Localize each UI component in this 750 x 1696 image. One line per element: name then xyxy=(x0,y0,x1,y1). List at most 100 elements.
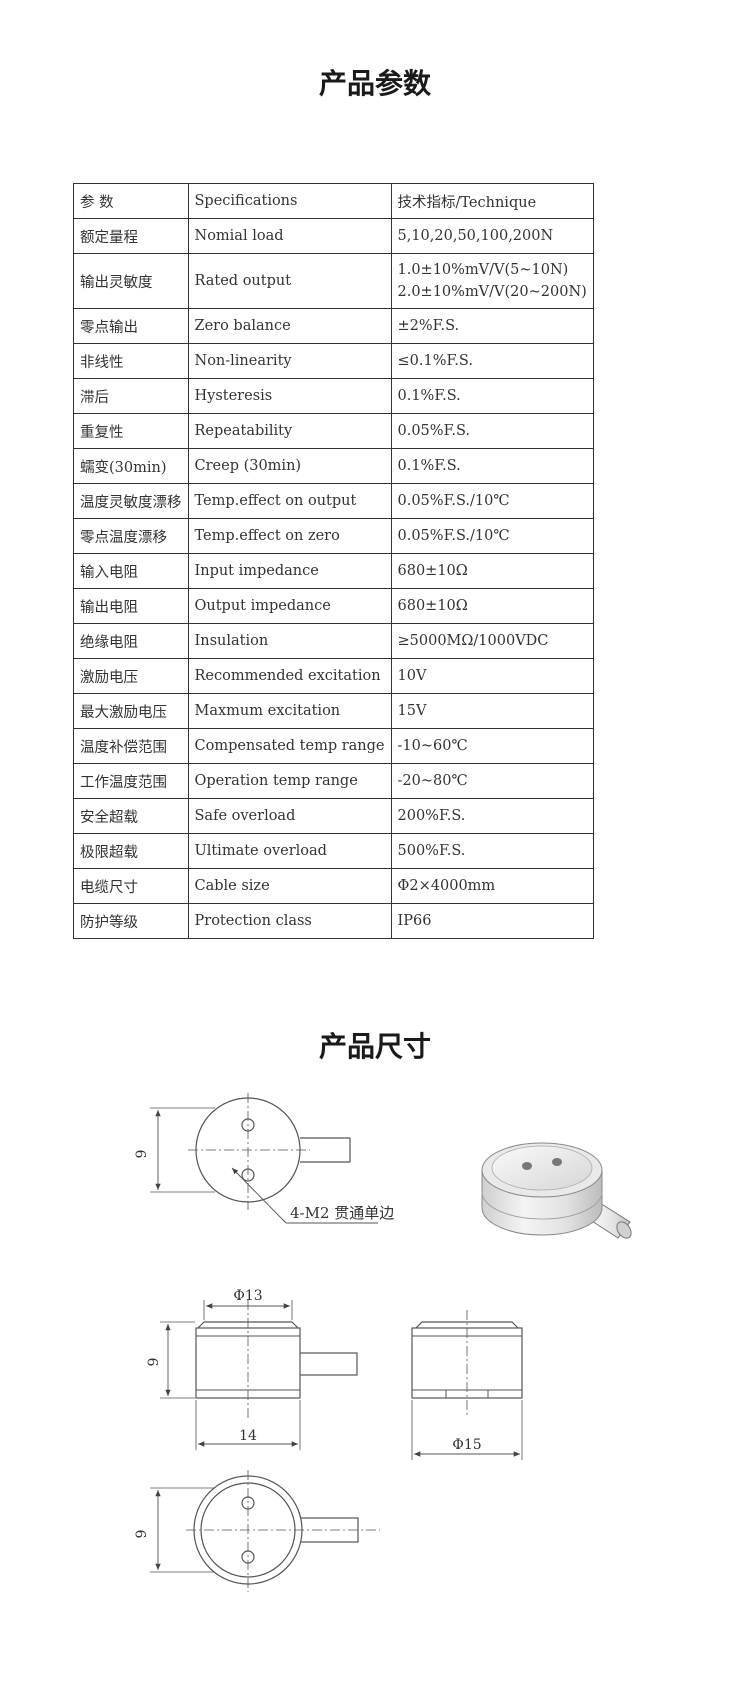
leader-line-hole xyxy=(231,1167,287,1224)
row-cn: 滞后 xyxy=(73,378,189,414)
table-row: 蠕变(30min)Creep (30min)0.1%F.S. xyxy=(73,448,594,484)
row-value: 0.05%F.S./10℃ xyxy=(390,483,594,519)
row-value-line: 2.0±10%mV/V(20~200N) xyxy=(397,284,587,300)
row-value: -20~80℃ xyxy=(390,763,594,799)
row-cn: 极限超载 xyxy=(73,833,189,869)
row-cn: 蠕变(30min) xyxy=(73,448,189,484)
row-cn: 激励电压 xyxy=(73,658,189,694)
bottom-view xyxy=(150,1470,380,1592)
row-en: Zero balance xyxy=(187,308,392,344)
row-value-line: 1.0±10%mV/V(5~10N) xyxy=(397,262,569,278)
row-value: 0.1%F.S. xyxy=(390,378,594,414)
iso-body-groove xyxy=(481,1191,603,1220)
dim-front-d13-label: Φ13 xyxy=(233,1288,262,1304)
row-en: Non-linearity xyxy=(187,343,392,379)
table-header-row: 参 数 Specifications 技术指标/Technique xyxy=(73,183,594,219)
dim-top-height-label: 9 xyxy=(134,1150,150,1159)
row-en: Creep (30min) xyxy=(187,448,392,484)
header-cell: Specifications xyxy=(187,183,392,219)
row-value: 200%F.S. xyxy=(390,798,594,834)
row-cn: 防护等级 xyxy=(73,903,189,939)
row-cn: 安全超载 xyxy=(73,798,189,834)
row-en: Cable size xyxy=(187,868,392,904)
row-cn: 非线性 xyxy=(73,343,189,379)
row-cn: 输入电阻 xyxy=(73,553,189,589)
row-en: Recommended excitation xyxy=(187,658,392,694)
row-en: Insulation xyxy=(187,623,392,659)
header-cell: 技术指标/Technique xyxy=(390,183,594,219)
row-en: Input impedance xyxy=(187,553,392,589)
row-cn: 绝缘电阻 xyxy=(73,623,189,659)
row-value: ≥5000MΩ/1000VDC xyxy=(390,623,594,659)
row-value: ≤0.1%F.S. xyxy=(390,343,594,379)
hole-label: 4-M2 贯通单边 xyxy=(290,1204,394,1222)
row-en: Nomial load xyxy=(187,218,392,254)
row-value: IP66 xyxy=(390,903,594,939)
row-en: Compensated temp range xyxy=(187,728,392,764)
dimensions-title: 产品尺寸 xyxy=(318,1030,431,1063)
dim-front-width-label: 14 xyxy=(239,1428,257,1444)
row-value: 0.05%F.S. xyxy=(390,413,594,449)
row-en: Hysteresis xyxy=(187,378,392,414)
side-chamfer xyxy=(415,1321,519,1329)
front-cable xyxy=(296,1352,358,1376)
row-value: 1.0±10%mV/V(5~10N) 2.0±10%mV/V(20~200N) xyxy=(390,253,594,309)
row-en: Temp.effect on output xyxy=(187,483,392,519)
header-cell: 参 数 xyxy=(73,183,189,219)
row-en: Protection class xyxy=(187,903,392,939)
row-value: 680±10Ω xyxy=(390,588,594,624)
row-cn: 额定量程 xyxy=(73,218,189,254)
row-cn: 温度灵敏度漂移 xyxy=(73,483,189,519)
iso-hole-1 xyxy=(522,1162,532,1170)
row-cn: 重复性 xyxy=(73,413,189,449)
row-cn: 零点温度漂移 xyxy=(73,518,189,554)
row-en: Operation temp range xyxy=(187,763,392,799)
row-value: ±2%F.S. xyxy=(390,308,594,344)
dim-bottom-height-label: 9 xyxy=(134,1530,150,1539)
iso-cable-end xyxy=(616,1221,632,1239)
row-cn: 零点输出 xyxy=(73,308,189,344)
dim-front-height-label: 9 xyxy=(146,1358,162,1367)
row-value: 10V xyxy=(390,658,594,694)
params-title: 产品参数 xyxy=(318,67,431,100)
row-value: 0.05%F.S./10℃ xyxy=(390,518,594,554)
row-value: 5,10,20,50,100,200N xyxy=(390,218,594,254)
iso-view xyxy=(481,1142,632,1239)
row-en: Temp.effect on zero xyxy=(187,518,392,554)
row-en: Safe overload xyxy=(187,798,392,834)
dim-side-d15-label: Φ15 xyxy=(452,1437,481,1453)
row-value: 500%F.S. xyxy=(390,833,594,869)
row-en: Output impedance xyxy=(187,588,392,624)
row-value: -10~60℃ xyxy=(390,728,594,764)
row-value: 680±10Ω xyxy=(390,553,594,589)
row-en: Rated output xyxy=(187,253,392,309)
row-cn: 电缆尺寸 xyxy=(73,868,189,904)
row-cn: 温度补偿范围 xyxy=(73,728,189,764)
row-value: 0.1%F.S. xyxy=(390,448,594,484)
row-value: 15V xyxy=(390,693,594,729)
dimension-drawing: 9 4-M2 贯通单边 Φ13 9 14 xyxy=(134,1093,632,1592)
row-cn: 工作温度范围 xyxy=(73,763,189,799)
row-cn: 输出灵敏度 xyxy=(73,253,189,309)
side-view xyxy=(411,1310,523,1460)
iso-hole-2 xyxy=(552,1158,562,1166)
